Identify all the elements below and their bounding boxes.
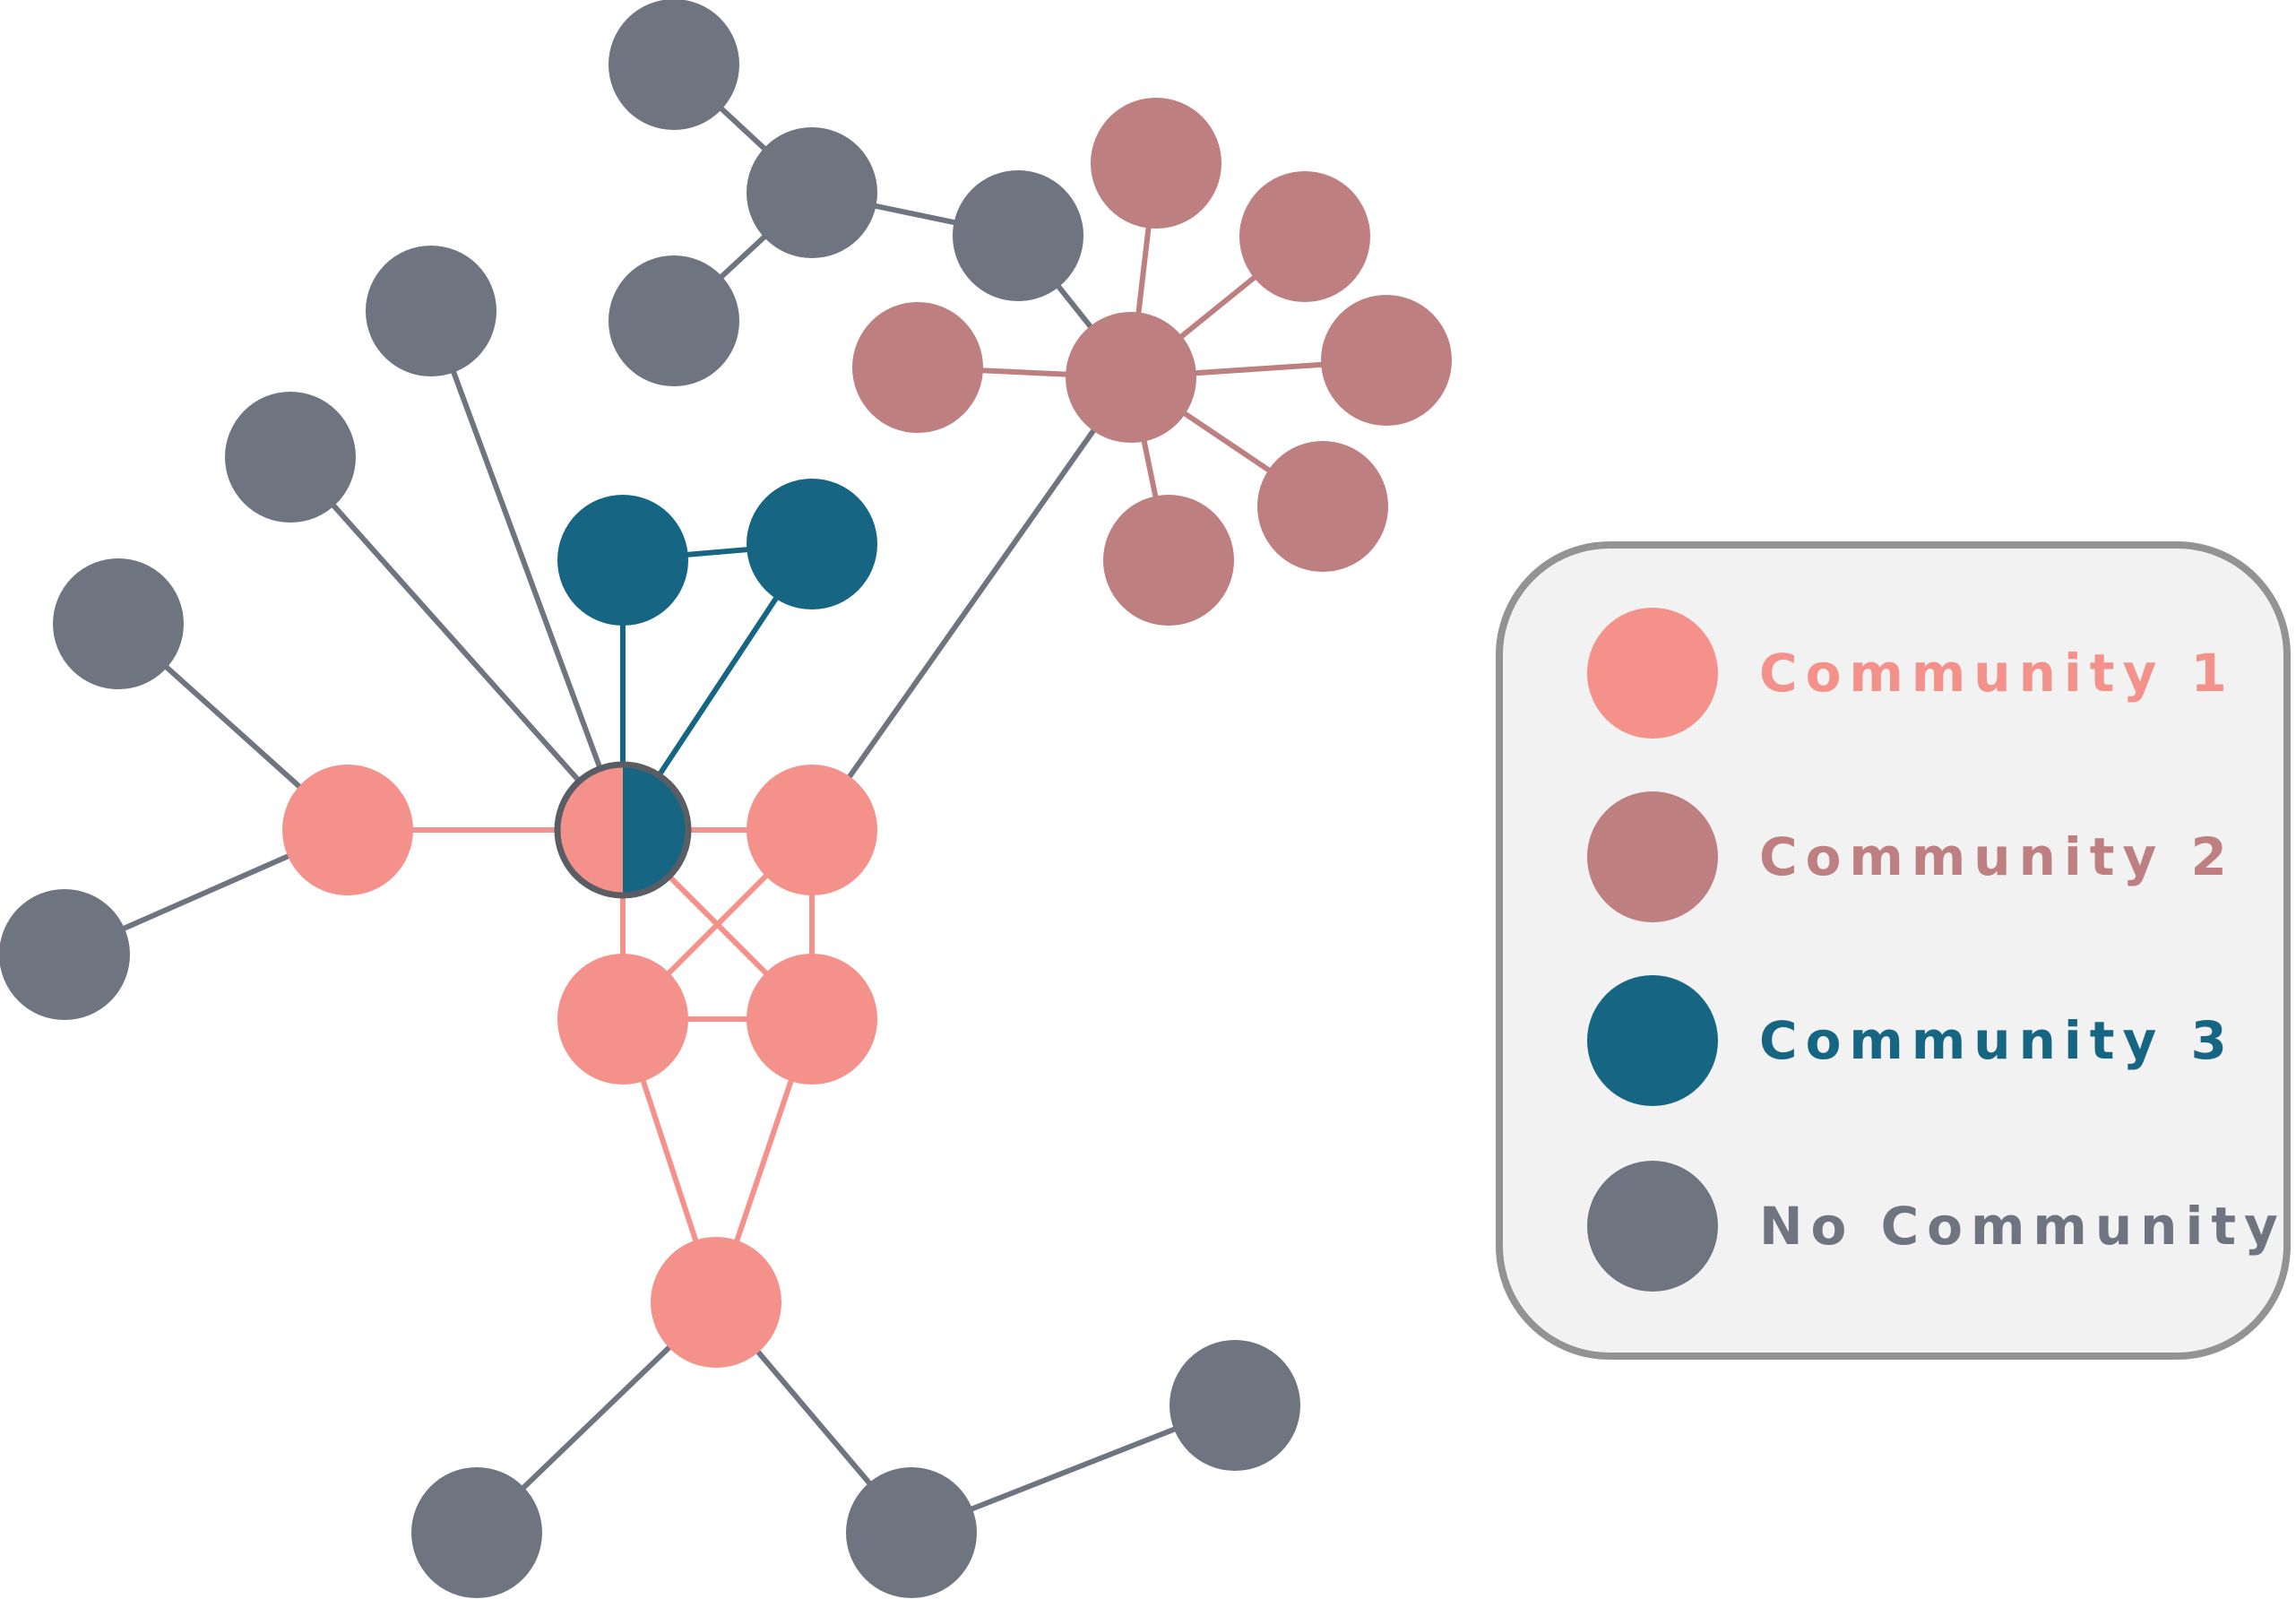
legend-item-community-1: Community 1 — [1587, 607, 2235, 739]
legend-item-community-2: Community 2 — [1587, 791, 2235, 923]
legend-swatch-community-1 — [1587, 608, 1718, 739]
legend-swatch-no-community — [1587, 1161, 1718, 1292]
node-c1-lower — [651, 1237, 781, 1368]
node-nc-1 — [366, 246, 496, 376]
node-c2-top-right — [1239, 171, 1370, 302]
node-nc-bottom-right — [1170, 1340, 1300, 1471]
node-nc-3 — [53, 558, 184, 689]
node-c3-a — [557, 495, 688, 626]
node-nc-bottom-left — [411, 1467, 542, 1598]
node-c2-bottom — [1103, 495, 1234, 626]
node-nc-top — [609, 0, 739, 130]
legend: Community 1 Community 2 Community 3 No C… — [1496, 541, 2291, 1360]
node-nc-bottom-mid — [846, 1467, 977, 1598]
legend-item-no-community: No Community — [1587, 1160, 2286, 1292]
node-center-half-community_3 — [623, 765, 688, 895]
edge-c2-hub-c1-right-top — [809, 376, 1134, 832]
node-nc-bridge — [953, 170, 1083, 301]
node-c2-hub — [1066, 312, 1196, 443]
node-center-ring — [554, 761, 692, 899]
legend-label-community-2: Community 2 — [1759, 826, 2235, 887]
node-nc-tree-left — [609, 255, 739, 386]
node-c1-bottom-left — [557, 954, 688, 1085]
node-center-half-community_1 — [557, 765, 623, 895]
legend-label-no-community: No Community — [1759, 1196, 2286, 1257]
node-c1-bottom-right — [747, 954, 877, 1085]
node-c2-top — [1091, 98, 1221, 229]
node-nc-tree-hub — [747, 127, 877, 258]
node-c2-lower-right — [1257, 441, 1388, 572]
legend-label-community-3: Community 3 — [1759, 1010, 2235, 1071]
edge-nc-1-center — [428, 309, 626, 832]
legend-item-community-3: Community 3 — [1587, 974, 2235, 1107]
node-c2-right — [1321, 295, 1452, 426]
node-center — [554, 761, 692, 899]
node-nc-2 — [225, 392, 356, 523]
legend-label-community-1: Community 1 — [1759, 643, 2235, 704]
node-c1-left — [282, 765, 413, 895]
legend-swatch-community-2 — [1587, 791, 1718, 922]
edge-nc-2-center — [288, 455, 626, 832]
nodes-layer — [0, 0, 1452, 1598]
node-c1-right-top — [747, 765, 877, 895]
node-c3-b — [747, 479, 877, 609]
node-c2-left — [852, 302, 983, 433]
node-nc-4 — [0, 889, 130, 1020]
legend-swatch-community-3 — [1587, 975, 1718, 1106]
